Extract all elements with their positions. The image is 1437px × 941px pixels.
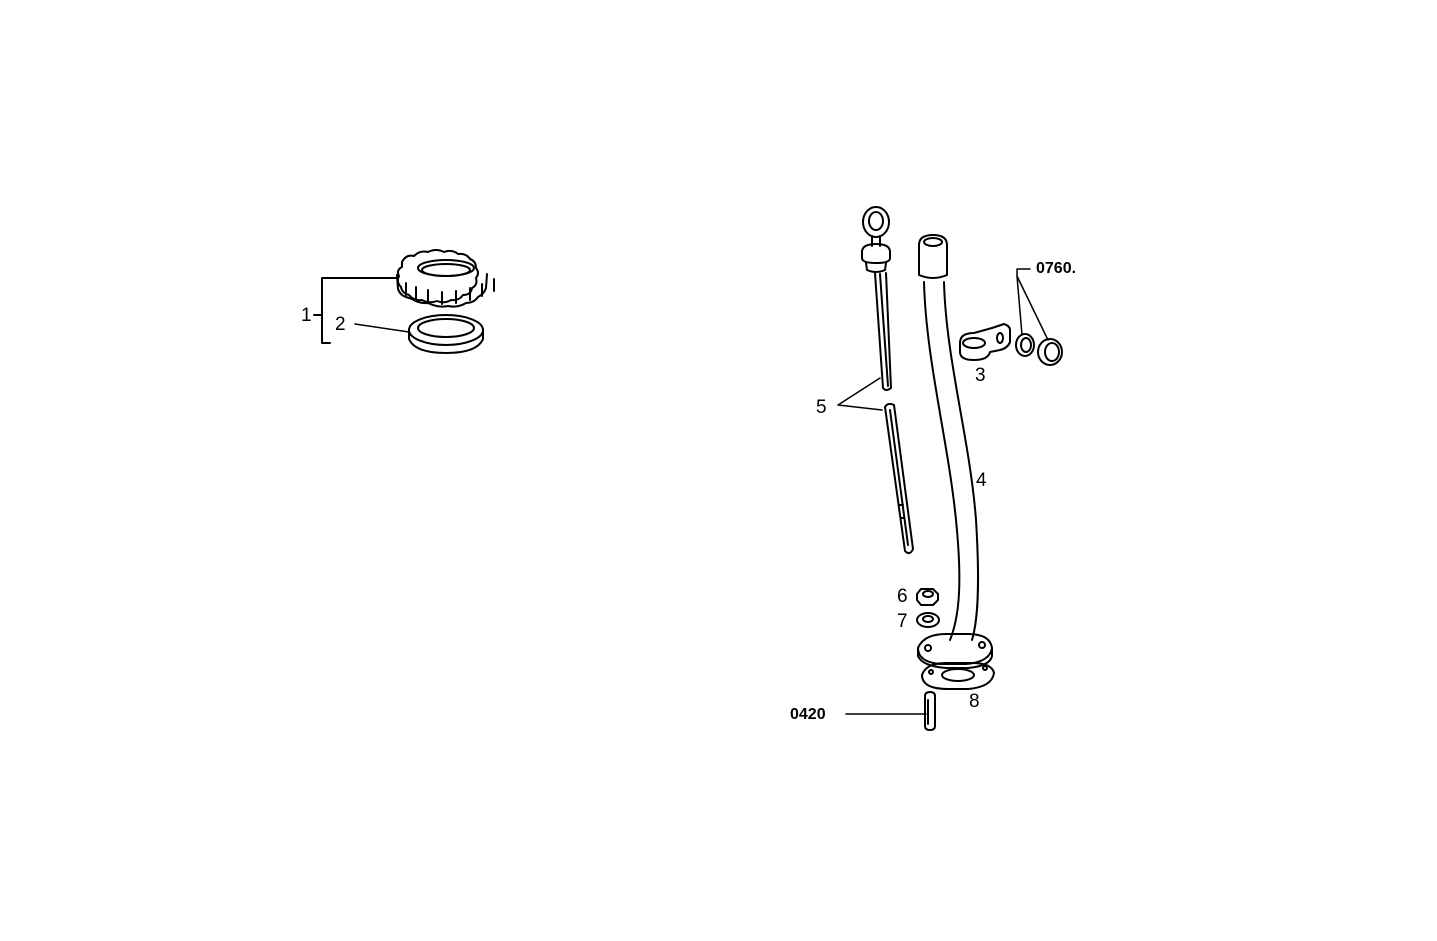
callout-0760: 0760. — [1036, 260, 1077, 277]
bracket-line-1 — [314, 278, 398, 343]
leader-line-0760 — [1017, 269, 1048, 340]
callout-2: 2 — [335, 314, 346, 335]
leader-line-5 — [838, 378, 882, 410]
clip-icon — [960, 324, 1010, 360]
leader-line-2 — [355, 324, 409, 332]
callout-0420: 0420 — [790, 706, 826, 723]
seal-ring-icon — [409, 315, 483, 353]
callout-6: 6 — [897, 586, 908, 607]
callout-4: 4 — [976, 470, 987, 491]
callout-3: 3 — [975, 365, 986, 386]
callout-5: 5 — [816, 397, 827, 418]
callout-8: 8 — [969, 691, 980, 712]
dipstick-icon — [862, 207, 913, 553]
callout-1: 1 — [301, 305, 312, 326]
filler-cap-icon — [397, 250, 494, 307]
stud-icon — [925, 692, 935, 730]
gasket-icon — [922, 663, 994, 689]
guide-tube-icon — [918, 235, 992, 668]
lock-washer-icon — [917, 613, 939, 627]
hex-cap-nut-icon — [1038, 339, 1062, 365]
cap-nut-icon — [1016, 334, 1034, 356]
hex-nut-icon — [917, 589, 938, 605]
callout-7: 7 — [897, 611, 908, 632]
